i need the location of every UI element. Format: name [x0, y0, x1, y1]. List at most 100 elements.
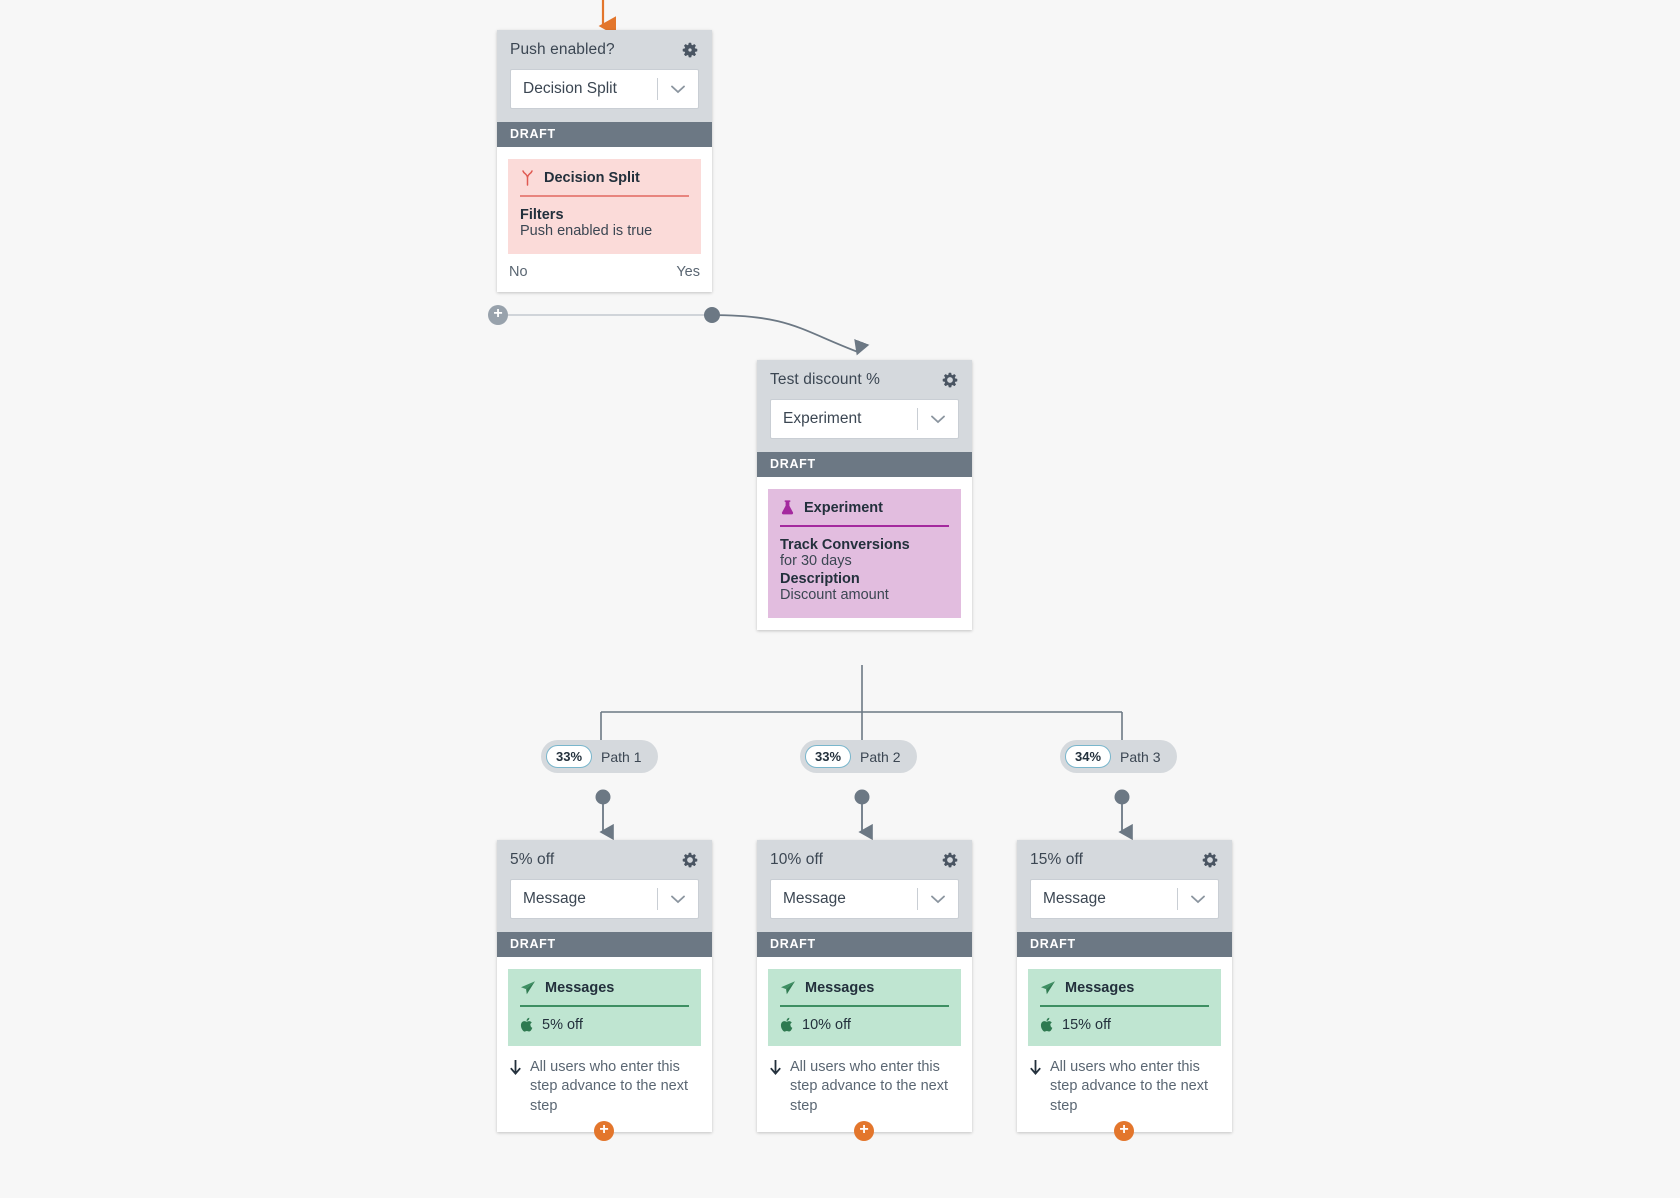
yes-connector — [709, 314, 870, 356]
add-step-button-3[interactable]: + — [1114, 1121, 1134, 1141]
filters-label: Filters — [520, 206, 564, 223]
node-footer: All users who enter this step advance to… — [757, 1046, 972, 1133]
status-badge: DRAFT — [757, 452, 972, 477]
path-label: Path 2 — [860, 748, 901, 765]
chevron-down-icon[interactable] — [918, 415, 958, 424]
select-divider — [1177, 888, 1178, 910]
apple-icon — [520, 1017, 533, 1032]
decision-split-icon — [522, 170, 533, 186]
panel-label: Messages — [545, 980, 615, 996]
messages-panel: Messages 10% off — [768, 969, 961, 1046]
path-percent[interactable]: 33% — [805, 745, 852, 768]
apple-icon — [780, 1017, 793, 1032]
plus-icon: + — [1119, 1121, 1129, 1138]
arrow-down-icon — [1030, 1059, 1041, 1075]
select-divider — [657, 78, 658, 100]
node-type-value: Experiment — [783, 410, 862, 427]
node-footer: All users who enter this step advance to… — [1017, 1046, 1232, 1133]
path-pill-1[interactable]: 33% Path 1 — [541, 740, 658, 773]
path-percent[interactable]: 34% — [1065, 745, 1112, 768]
add-step-button-1[interactable]: + — [594, 1121, 614, 1141]
chevron-down-icon[interactable] — [658, 85, 698, 94]
node-header: 15% off Message — [1017, 840, 1232, 932]
arrow-down-icon — [510, 1059, 521, 1075]
node-title: Push enabled? — [510, 41, 615, 58]
node-body: Messages 15% off — [1017, 957, 1232, 1046]
yes-endpoint-dot — [704, 307, 720, 323]
panel-label: Experiment — [804, 500, 883, 516]
node-type-select[interactable]: Decision Split — [510, 69, 699, 109]
panel-divider — [780, 1005, 949, 1007]
branch-label-yes[interactable]: Yes — [676, 263, 700, 280]
status-badge: DRAFT — [757, 932, 972, 957]
path-label: Path 3 — [1120, 748, 1161, 765]
select-divider — [657, 888, 658, 910]
node-body: Decision Split Filters Push enabled is t… — [497, 147, 712, 254]
node-footer-text: All users who enter this step advance to… — [530, 1058, 688, 1114]
plus-icon: + — [859, 1121, 869, 1138]
path-pill-3[interactable]: 34% Path 3 — [1060, 740, 1177, 773]
node-footer-text: All users who enter this step advance to… — [1050, 1058, 1208, 1114]
description-value: Discount amount — [780, 586, 889, 603]
node-title: 10% off — [770, 851, 823, 868]
select-divider — [917, 408, 918, 430]
chevron-down-icon[interactable] — [1178, 895, 1218, 904]
message-name: 15% off — [1062, 1016, 1111, 1033]
add-step-no-branch-button[interactable]: + — [488, 305, 508, 325]
gear-icon[interactable] — [681, 41, 699, 59]
decision-branch-labels: No Yes — [497, 254, 712, 292]
status-badge: DRAFT — [497, 932, 712, 957]
panel-label: Decision Split — [544, 170, 640, 186]
paper-plane-icon — [781, 981, 795, 995]
node-body: Experiment Track Conversions for 30 days… — [757, 477, 972, 630]
decision-split-panel: Decision Split Filters Push enabled is t… — [508, 159, 701, 254]
node-type-value: Message — [523, 890, 586, 907]
node-type-select[interactable]: Message — [510, 879, 699, 919]
node-decision-split[interactable]: Push enabled? Decision Split DRAFT — [497, 30, 712, 292]
paper-plane-icon — [521, 981, 535, 995]
panel-divider — [780, 525, 949, 527]
path-pill-2[interactable]: 33% Path 2 — [800, 740, 917, 773]
panel-divider — [1040, 1005, 1209, 1007]
node-message-2[interactable]: 10% off Message DRAFT — [757, 840, 972, 1133]
chevron-down-icon[interactable] — [918, 895, 958, 904]
gear-icon[interactable] — [941, 851, 959, 869]
node-type-select[interactable]: Message — [770, 879, 959, 919]
apple-icon — [1040, 1017, 1053, 1032]
filters-value: Push enabled is true — [520, 222, 653, 239]
select-divider — [917, 888, 918, 910]
node-type-select[interactable]: Message — [1030, 879, 1219, 919]
node-type-value: Message — [1043, 890, 1106, 907]
branch-label-no[interactable]: No — [509, 263, 528, 280]
chevron-down-icon[interactable] — [658, 895, 698, 904]
path-percent[interactable]: 33% — [546, 745, 593, 768]
gear-icon[interactable] — [1201, 851, 1219, 869]
arrow-down-icon — [770, 1059, 781, 1075]
messages-panel: Messages 15% off — [1028, 969, 1221, 1046]
node-footer: All users who enter this step advance to… — [497, 1046, 712, 1133]
track-conversions-value: for 30 days — [780, 552, 852, 569]
add-step-button-2[interactable]: + — [854, 1121, 874, 1141]
status-badge: DRAFT — [1017, 932, 1232, 957]
flask-icon — [781, 500, 794, 515]
node-message-1[interactable]: 5% off Message DRAFT — [497, 840, 712, 1133]
experiment-panel: Experiment Track Conversions for 30 days… — [768, 489, 961, 618]
panel-divider — [520, 195, 689, 197]
node-title: 5% off — [510, 851, 555, 868]
message-name: 5% off — [542, 1016, 583, 1033]
gear-icon[interactable] — [681, 851, 699, 869]
path-dot-2 — [854, 789, 870, 805]
gear-icon[interactable] — [941, 371, 959, 389]
node-type-select[interactable]: Experiment — [770, 399, 959, 439]
node-header: 5% off Message — [497, 840, 712, 932]
node-body: Messages 5% off — [497, 957, 712, 1046]
status-badge: DRAFT — [497, 122, 712, 147]
plus-icon: + — [599, 1121, 609, 1138]
node-body: Messages 10% off — [757, 957, 972, 1046]
node-title: Test discount % — [770, 371, 881, 388]
node-message-3[interactable]: 15% off Message DRAFT — [1017, 840, 1232, 1133]
node-experiment[interactable]: Test discount % Experiment DRAFT — [757, 360, 972, 630]
panel-label: Messages — [805, 980, 875, 996]
messages-panel: Messages 5% off — [508, 969, 701, 1046]
